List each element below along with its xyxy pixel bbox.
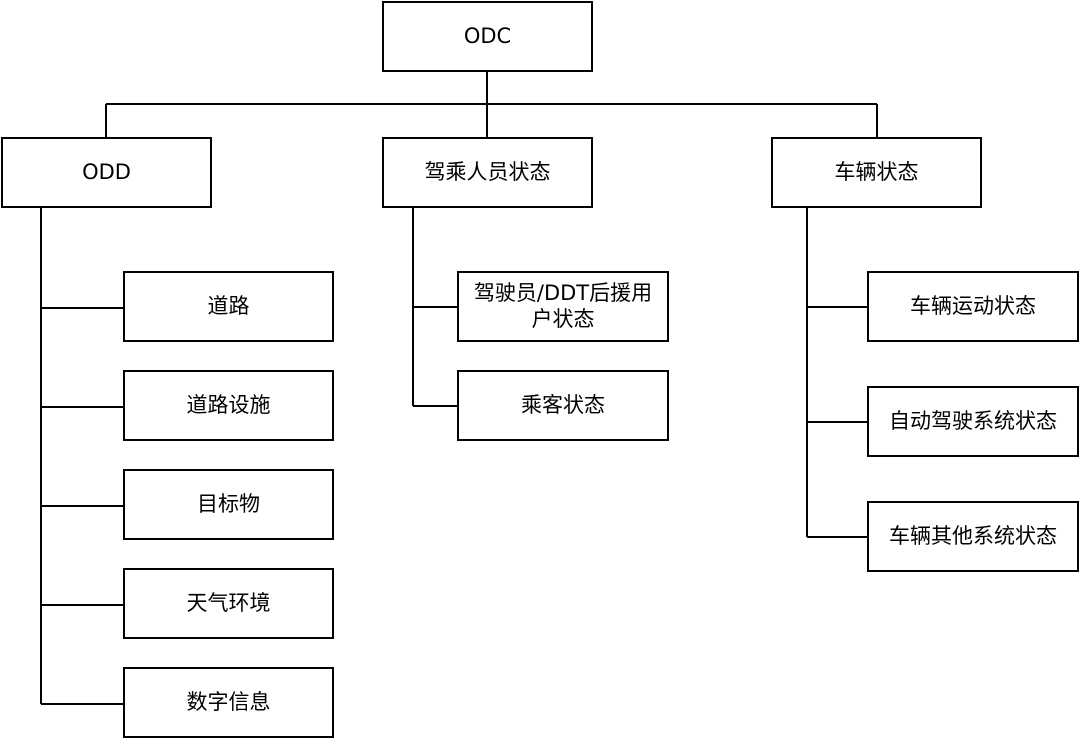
occupant-child-driver-ddt: 驾驶员/DDT后援用户状态 xyxy=(457,271,669,342)
child-label: 目标物 xyxy=(197,491,260,516)
child-label: 道路 xyxy=(207,293,250,318)
vehicle-child-ads-state: 自动驾驶系统状态 xyxy=(867,386,1079,457)
child-label: 车辆运动状态 xyxy=(910,293,1036,318)
odd-child-weather-environment: 天气环境 xyxy=(123,568,334,639)
child-label: 自动驾驶系统状态 xyxy=(889,408,1057,433)
child-label: 车辆其他系统状态 xyxy=(889,523,1057,548)
child-label: 道路设施 xyxy=(186,392,271,417)
vehicle-child-motion-state: 车辆运动状态 xyxy=(867,271,1079,342)
root-label: ODC xyxy=(463,23,512,48)
root-node-odc: ODC xyxy=(382,1,593,72)
child-label: 驾驶员/DDT后援用户状态 xyxy=(473,281,653,331)
child-label: 数字信息 xyxy=(186,689,271,714)
odd-child-targets: 目标物 xyxy=(123,469,334,540)
category-label: ODD xyxy=(82,159,131,184)
vehicle-child-other-systems-state: 车辆其他系统状态 xyxy=(867,501,1079,572)
category-label: 驾乘人员状态 xyxy=(424,159,551,184)
category-node-odd: ODD xyxy=(1,137,212,208)
category-node-vehicle-state: 车辆状态 xyxy=(771,137,982,208)
odd-child-digital-info: 数字信息 xyxy=(123,667,334,738)
category-label: 车辆状态 xyxy=(834,159,919,184)
child-label: 乘客状态 xyxy=(521,392,605,417)
odd-child-road-facilities: 道路设施 xyxy=(123,370,334,441)
odd-child-road: 道路 xyxy=(123,271,334,342)
category-node-occupant-state: 驾乘人员状态 xyxy=(382,137,593,208)
child-label: 天气环境 xyxy=(186,590,271,615)
occupant-child-passenger: 乘客状态 xyxy=(457,370,669,441)
